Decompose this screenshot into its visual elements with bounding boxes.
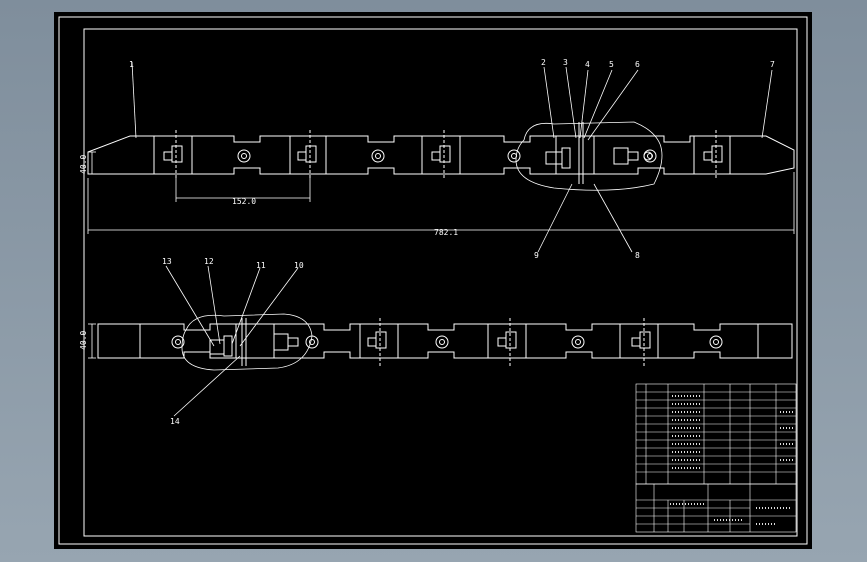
parts-list-table: [635, 383, 797, 485]
top-label-5: 5: [609, 60, 614, 69]
bottom-label-13: 13: [162, 257, 172, 266]
top-detail-parts: [545, 122, 653, 184]
top-label-6: 6: [635, 60, 640, 69]
top-dimensions: [87, 151, 795, 234]
bottom-label-10: 10: [294, 261, 304, 270]
top-link-divisions: [153, 136, 731, 174]
top-detail-cloud: [515, 121, 663, 191]
top-pins: [237, 149, 657, 163]
top-label-9: 9: [534, 251, 539, 260]
bottom-link-divisions: [139, 324, 759, 358]
drawing-sheet: 1 2 3 4 5 6 7 8 9 40.0 152.0 782.1: [54, 12, 812, 549]
outer-border: [58, 16, 808, 545]
bottom-assembly: 13 12 11 10 14 40.0: [79, 257, 793, 426]
bottom-label-12: 12: [204, 257, 214, 266]
top-label-4: 4: [585, 60, 590, 69]
cad-drawing: 1 2 3 4 5 6 7 8 9 40.0 152.0 782.1: [58, 16, 808, 545]
inner-border: [83, 28, 798, 537]
top-label-8: 8: [635, 251, 640, 260]
bottom-chain-outline: [97, 323, 793, 359]
bottom-label-14: 14: [170, 417, 180, 426]
top-grippers: [163, 130, 723, 178]
bottom-dimensions: [88, 323, 96, 359]
title-block: [635, 483, 797, 533]
bottom-leaders: [165, 265, 299, 417]
top-label-3: 3: [563, 58, 568, 67]
top-dim-height: 40.0: [79, 155, 88, 174]
bottom-label-11: 11: [256, 261, 266, 270]
top-label-1: 1: [129, 60, 134, 69]
top-assembly: 1 2 3 4 5 6 7 8 9 40.0 152.0 782.1: [79, 58, 795, 260]
top-label-7: 7: [770, 60, 775, 69]
bottom-dim-height: 40.0: [79, 331, 88, 350]
top-dim-overall: 782.1: [434, 228, 458, 237]
bottom-detail-parts: [209, 318, 299, 366]
top-label-2: 2: [541, 58, 546, 67]
bottom-grippers: [367, 318, 651, 366]
top-leaders: [131, 61, 773, 253]
top-chain-outline: [87, 135, 795, 175]
top-dim-pitch: 152.0: [232, 197, 256, 206]
bottom-detail-cloud: [181, 313, 313, 371]
